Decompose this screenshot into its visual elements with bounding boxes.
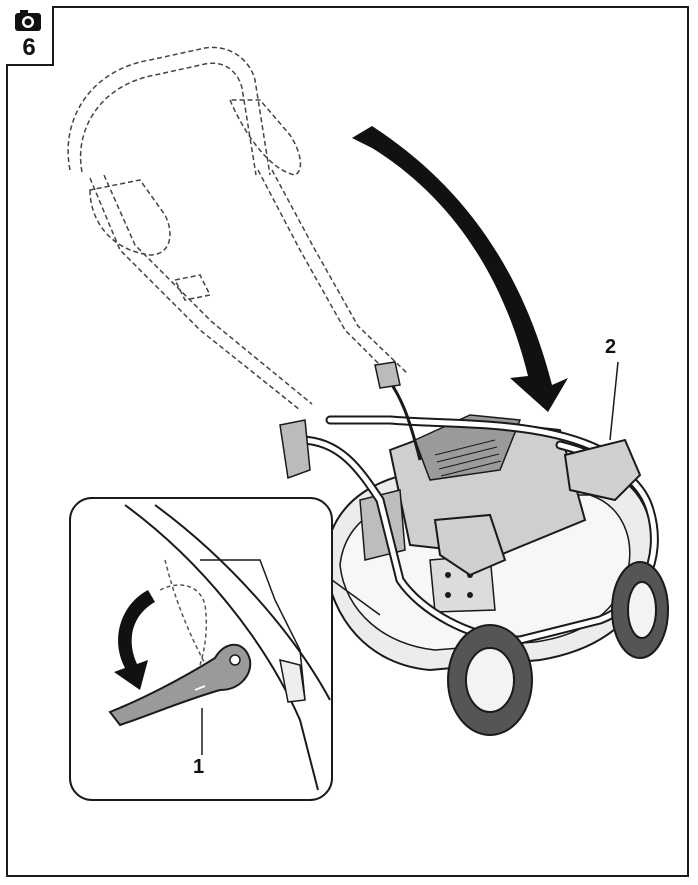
callout-label-1: 1 <box>193 756 205 778</box>
handle-grip-right <box>563 438 642 502</box>
detail-inset <box>69 497 333 801</box>
callout-2-leader <box>609 361 619 441</box>
rear-wheel-right <box>611 561 669 659</box>
lever-rotate-arrow <box>114 590 155 690</box>
callout-label-2: 2 <box>605 336 617 358</box>
fold-down-arrow <box>352 126 568 412</box>
camera-icon <box>15 10 41 31</box>
release-lever <box>108 643 252 727</box>
handle-grip-left <box>433 513 507 577</box>
handle-ghost-outline <box>67 46 409 411</box>
front-wheel <box>447 624 533 736</box>
step-number: 6 <box>22 34 36 61</box>
mower-body <box>323 414 654 672</box>
step-badge: 6 <box>6 6 54 66</box>
figure-frame <box>6 6 689 877</box>
